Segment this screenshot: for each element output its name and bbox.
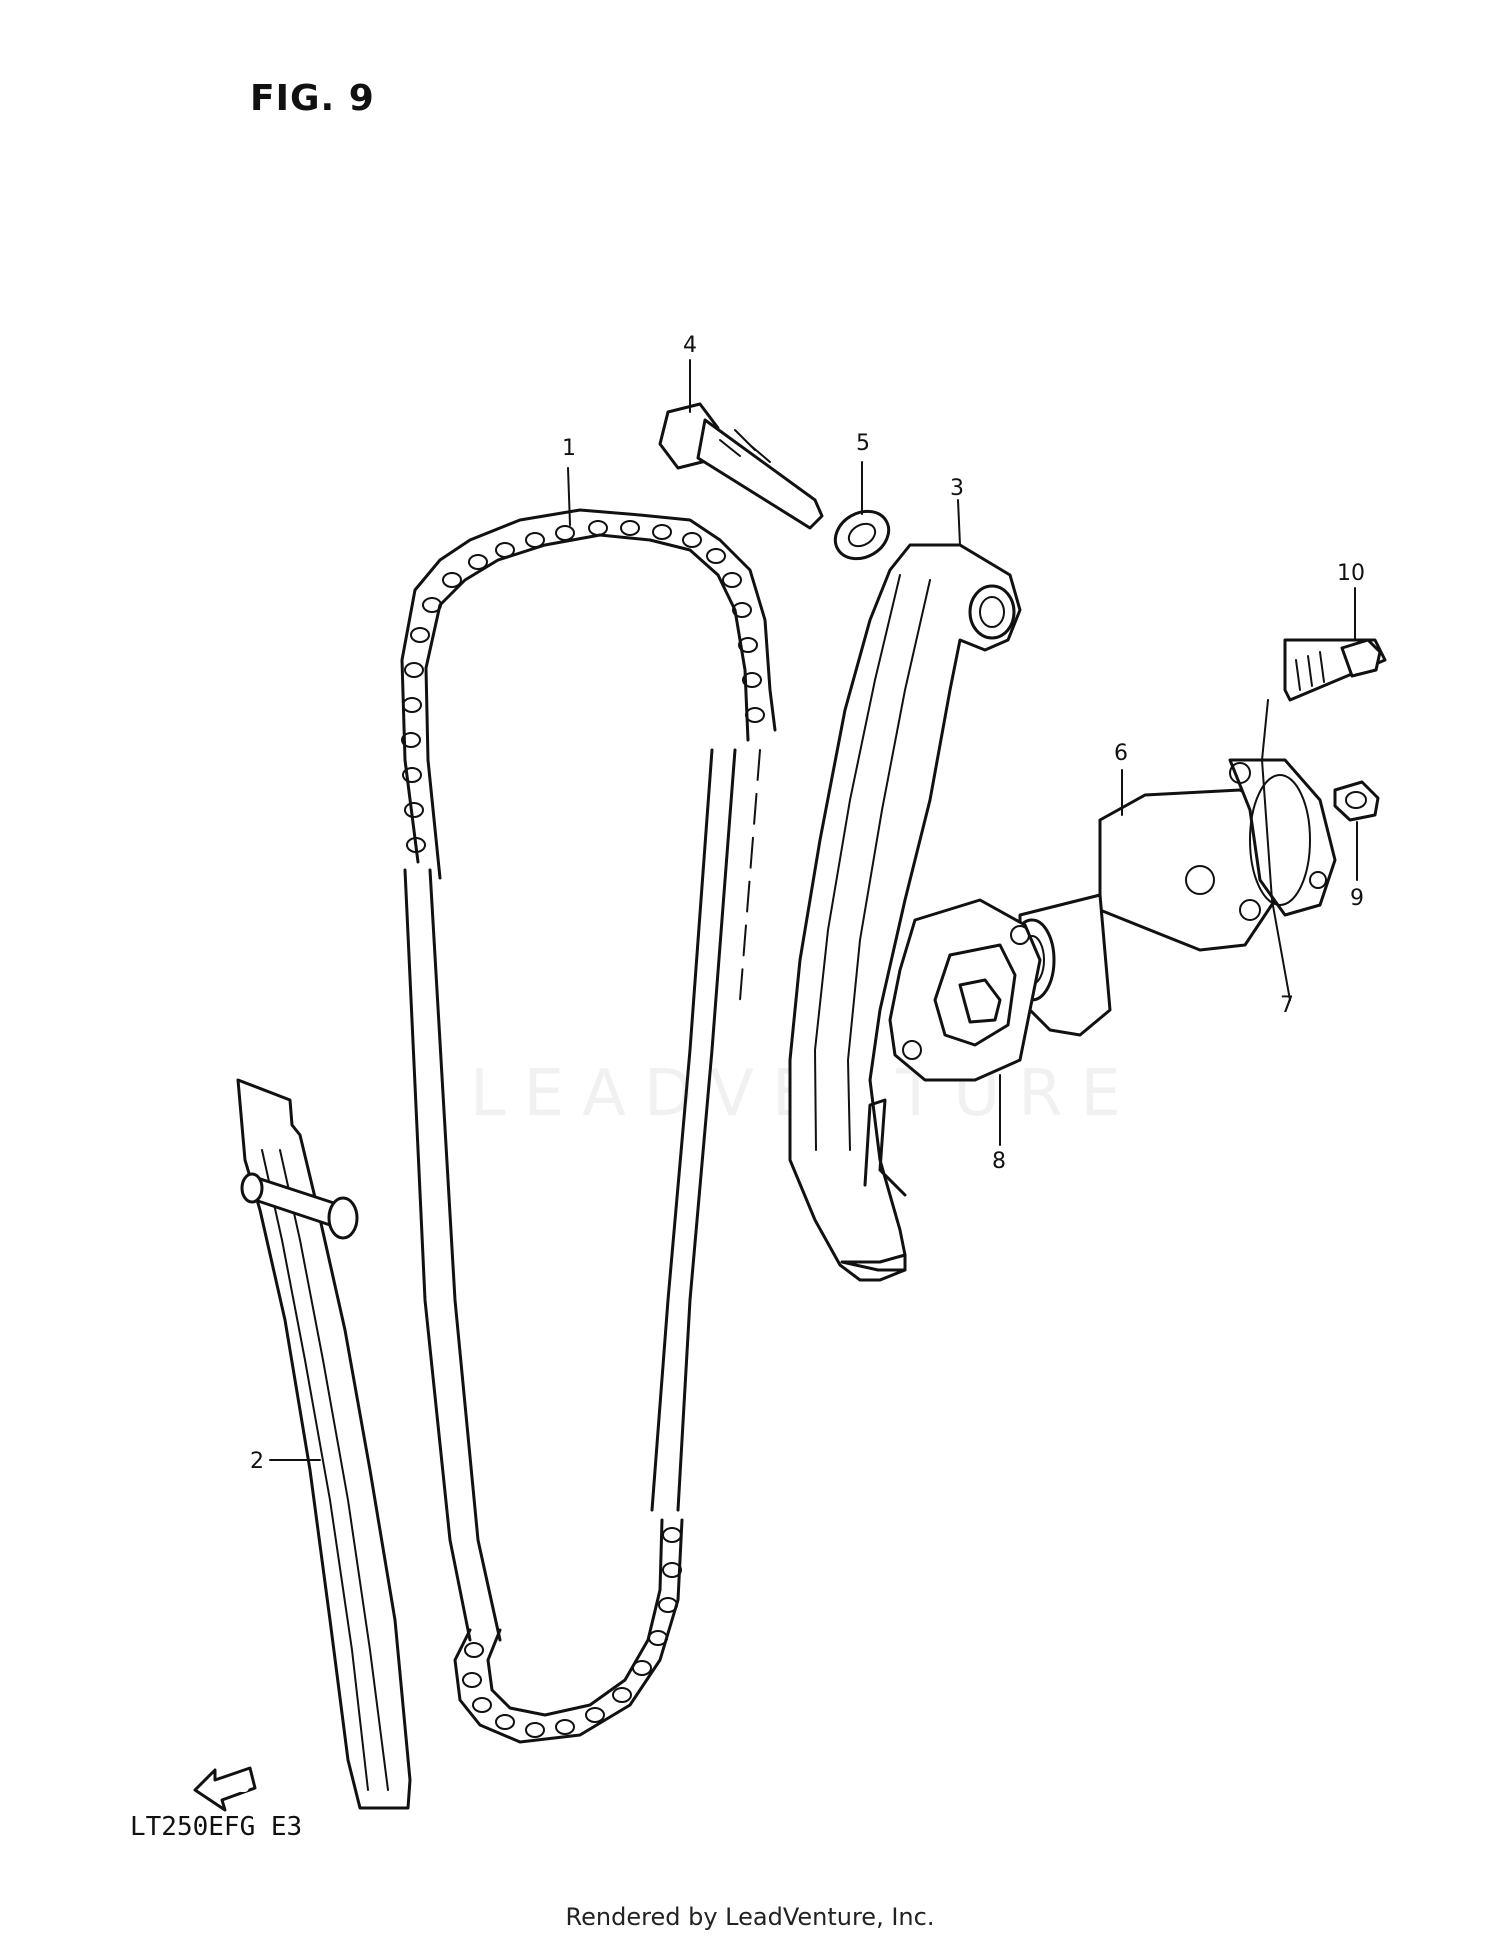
o-ring-icon [1249,774,1311,906]
chain-link [442,572,462,588]
gasket-icon [888,898,1042,1082]
callout-1: 1 [562,436,576,461]
chain-link [404,802,424,818]
chain-link [706,548,726,564]
credit-footer: Rendered by LeadVenture, Inc. [565,1903,935,1931]
tensioner-adjuster-icon [1008,758,1337,1037]
chain-link [662,1527,682,1543]
fwd-label: FWD [218,1781,249,1795]
callout-6: 6 [1114,741,1128,766]
chain-link [410,627,430,643]
chain-link [495,542,515,558]
chain-link [422,597,442,613]
chain-link [468,554,488,570]
model-code: LT250EFG E3 [130,1812,303,1842]
chain-link [402,697,422,713]
chain-link [401,732,421,748]
chain-link [745,707,765,723]
chain-link [464,1642,484,1658]
chain-link [612,1687,632,1703]
callout-10: 10 [1337,561,1365,586]
chain-link [648,1630,668,1646]
chain-link [742,672,762,688]
chain-link [472,1697,492,1713]
bolt-icon [1283,638,1387,702]
chain-link [585,1707,605,1723]
chain-link [525,532,545,548]
chain-link [682,532,702,548]
leader-lines [269,359,1358,1461]
chain-link [738,637,758,653]
callout-labels: 1 2 3 4 5 6 7 8 9 10 [250,333,1365,1474]
callout-5: 5 [856,431,870,456]
callout-9: 9 [1350,886,1364,911]
callout-3: 3 [950,476,964,501]
callout-2: 2 [250,1449,264,1474]
callout-7: 7 [1280,993,1294,1018]
fwd-arrow-icon: FWD [193,1766,257,1812]
page-title: FIG. 9 [250,78,375,119]
chain-link [555,1719,575,1735]
chain-link [462,1672,482,1688]
cam-chain-icon [400,508,777,1744]
chain-link [632,1660,652,1676]
callout-4: 4 [683,333,697,358]
chain-link [555,525,575,541]
chain-link [652,524,672,540]
chain-link [732,602,752,618]
chain-link [525,1722,545,1738]
chain-link [406,837,426,853]
chain-link [620,520,640,536]
cap-bolt-icon [1333,780,1380,822]
chain-link [658,1597,678,1613]
chain-link [722,572,742,588]
chain-guide-icon [236,1078,412,1810]
chain-link [495,1714,515,1730]
chain-link [402,767,422,783]
chain-link [588,520,608,536]
chain-link [662,1562,682,1578]
washer-icon [833,509,891,561]
chain-link [404,662,424,678]
tensioner-arm-icon [788,543,1022,1282]
callout-8: 8 [992,1149,1006,1174]
pivot-bolt-icon [658,402,824,530]
